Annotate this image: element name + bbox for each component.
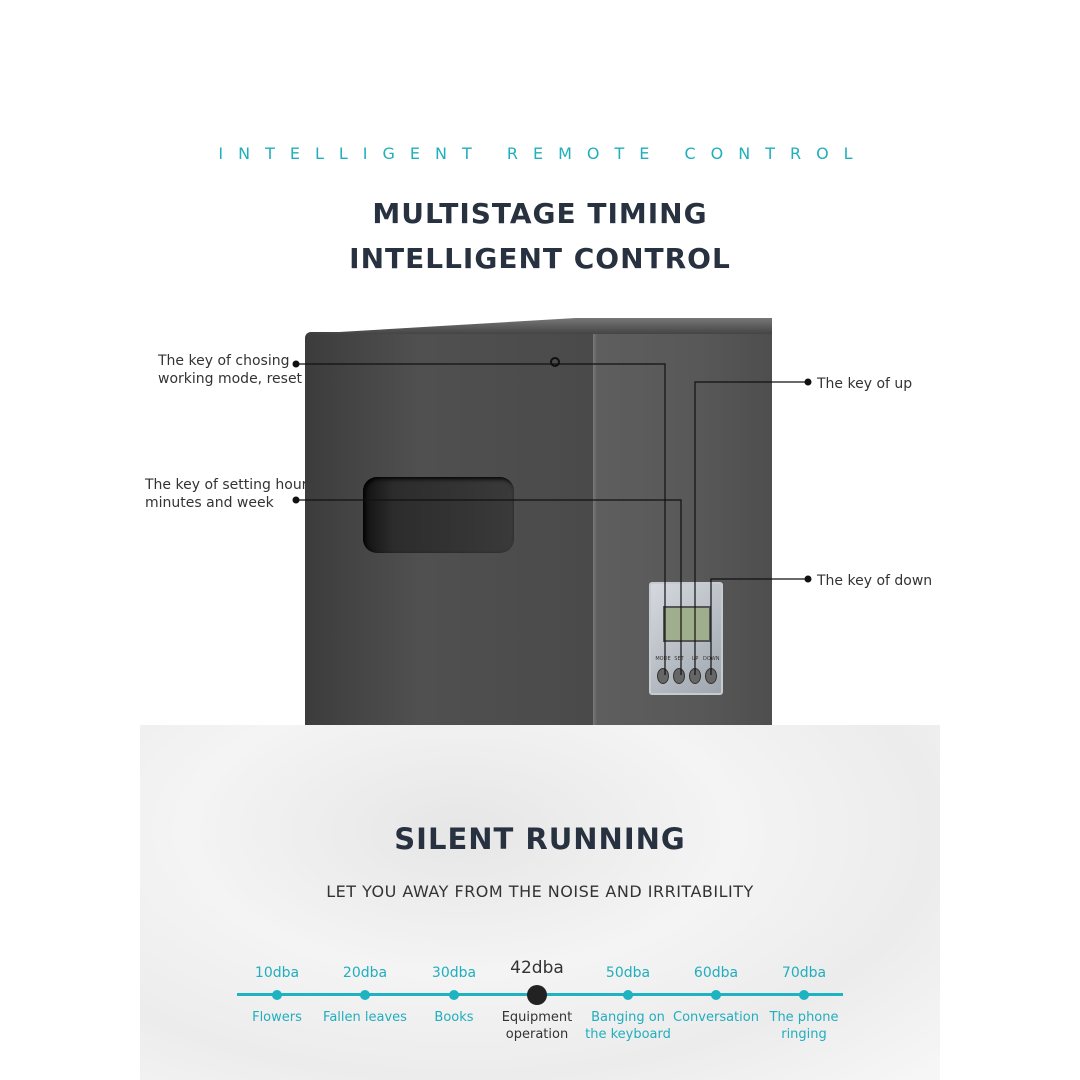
scale-label-line: Equipment xyxy=(501,1010,573,1025)
callout-text: working mode, reset xyxy=(158,371,303,387)
callout-mode-key: The key of chosing working mode, reset xyxy=(158,352,302,388)
scale-label-line: The phone xyxy=(769,1010,839,1025)
callout-down-key: The key of down xyxy=(817,573,933,589)
silent-subtitle: LET YOU AWAY FROM THE NOISE AND IRRITABI… xyxy=(326,882,754,901)
scale-dot xyxy=(799,990,809,1000)
scale-label-line: Flowers xyxy=(252,1010,302,1025)
scale-label-line: operation xyxy=(505,1027,569,1042)
scale-dot xyxy=(527,985,547,1005)
callout-text: minutes and week xyxy=(145,495,274,511)
title-line-2: INTELLIGENT CONTROL xyxy=(349,242,731,275)
scale-label-line: Fallen leaves xyxy=(323,1010,407,1025)
scale-label: Books xyxy=(404,1009,504,1026)
callout-text: The key of chosing xyxy=(158,353,290,369)
scale-dot xyxy=(272,990,282,1000)
sleeping-background-image xyxy=(140,725,940,1080)
scale-label-line: Banging on xyxy=(591,1010,665,1025)
scale-dot xyxy=(623,990,633,1000)
mode-label: MODE xyxy=(655,656,671,662)
scale-dot xyxy=(711,990,721,1000)
scale-label: The phone ringing xyxy=(754,1009,854,1043)
scale-label: Fallen leaves xyxy=(315,1009,415,1026)
scale-value: 70dba xyxy=(781,965,827,981)
title-line-1: MULTISTAGE TIMING xyxy=(372,197,708,230)
scale-value: 42dba xyxy=(510,958,564,978)
silent-title: SILENT RUNNING xyxy=(394,822,686,856)
callout-up-key: The key of up xyxy=(817,376,913,392)
scale-value: 10dba xyxy=(254,965,300,981)
lcd-screen xyxy=(663,606,711,642)
scale-label-line: the keyboard xyxy=(585,1027,671,1042)
scale-label: Banging on the keyboard xyxy=(578,1009,678,1043)
section-kicker: INTELLIGENT REMOTE CONTROL xyxy=(218,144,868,163)
scale-label: Flowers xyxy=(227,1009,327,1026)
scale-label: Equipment operation xyxy=(487,1009,587,1043)
scale-dot xyxy=(449,990,459,1000)
scale-dot xyxy=(360,990,370,1000)
scale-value: 30dba xyxy=(431,965,477,981)
power-icon xyxy=(550,357,560,367)
set-label: SET xyxy=(674,656,684,662)
set-button xyxy=(673,668,685,684)
device-handle xyxy=(363,477,514,553)
scale-value: 20dba xyxy=(342,965,388,981)
scale-value: 60dba xyxy=(693,965,739,981)
scale-label-line: Books xyxy=(434,1010,474,1025)
callout-set-key: The key of setting hour minutes and week xyxy=(145,476,307,512)
scale-value: 50dba xyxy=(605,965,651,981)
mode-button xyxy=(657,668,669,684)
scale-label-line: ringing xyxy=(781,1027,827,1042)
callout-text: The key of setting hour xyxy=(145,477,308,493)
scale-label: Conversation xyxy=(666,1009,766,1026)
scale-label-line: Conversation xyxy=(673,1010,759,1025)
